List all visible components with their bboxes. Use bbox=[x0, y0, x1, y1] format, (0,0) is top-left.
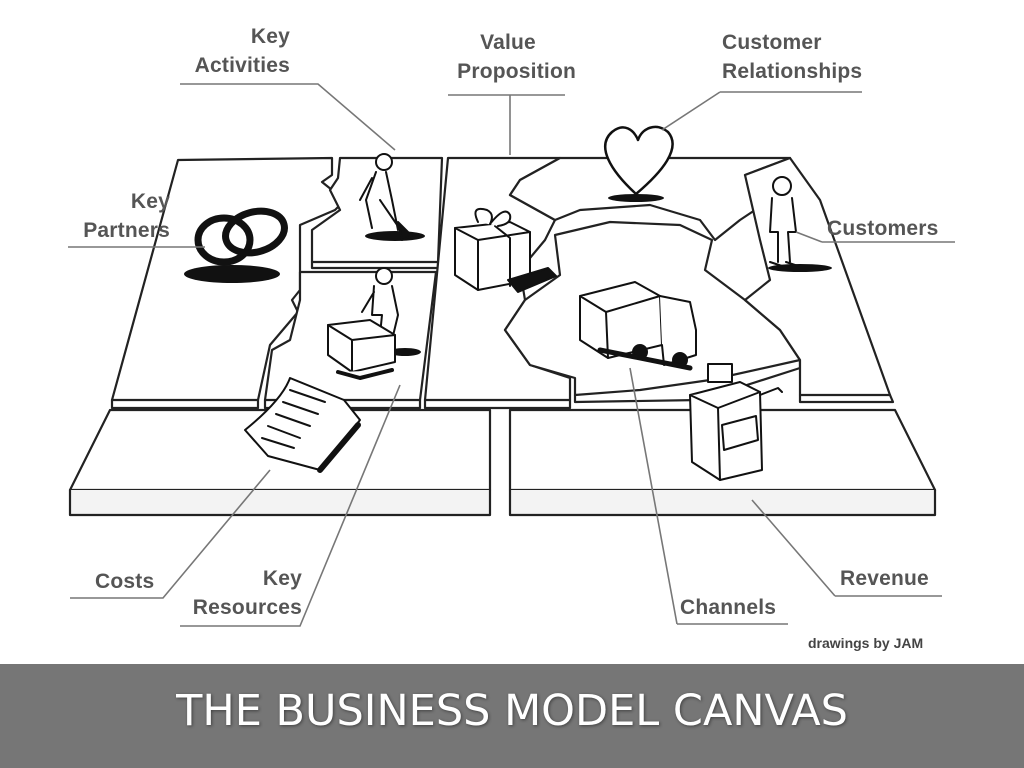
person-icon bbox=[361, 267, 421, 356]
channels-label-line1: Channels bbox=[680, 596, 777, 619]
leader-costs bbox=[70, 469, 271, 599]
channels-label: Channels bbox=[680, 593, 792, 622]
leader-key-activities bbox=[180, 83, 396, 151]
key-partners-label-line2: Partners bbox=[83, 219, 170, 242]
value-proposition-label-line2: Proposition bbox=[457, 60, 576, 83]
revenue-label: Revenue bbox=[840, 564, 944, 593]
key-resources-label-line2: Resources bbox=[192, 596, 302, 619]
gift-box-icon bbox=[454, 207, 557, 293]
leader-revenue bbox=[751, 499, 942, 597]
heart-icon bbox=[603, 125, 674, 202]
banner-title: THE BUSINESS MODEL CANVAS bbox=[176, 686, 848, 736]
customer-relationships-label: Customer Relationships bbox=[722, 28, 882, 86]
customer-person-icon bbox=[768, 176, 832, 272]
customer-relationships-label-line2: Relationships bbox=[722, 60, 863, 83]
customers-label: Customers bbox=[827, 214, 962, 243]
key-partners-label: Key Partners bbox=[66, 187, 170, 245]
key-partners-label-line1: Key bbox=[130, 190, 170, 213]
leader-key-resources bbox=[180, 384, 401, 627]
costs-label-line1: Costs bbox=[95, 570, 155, 593]
value-proposition-label-line1: Value bbox=[480, 31, 536, 54]
customers-block bbox=[743, 156, 895, 404]
key-activities-label-line1: Key bbox=[250, 25, 290, 48]
truck-icon bbox=[579, 281, 697, 371]
customer-relationships-label-line1: Customer bbox=[722, 31, 822, 54]
key-resources-label-line1: Key bbox=[262, 567, 302, 590]
drawing-credit: drawings by JAM bbox=[808, 635, 924, 651]
leader-customers bbox=[795, 231, 955, 243]
document-icon bbox=[244, 377, 361, 473]
canvas-illustration: Key Activities Value Proposition Custome… bbox=[66, 22, 962, 651]
linked-rings-icon bbox=[184, 207, 288, 283]
machine-icon bbox=[327, 319, 396, 380]
costs-label: Costs bbox=[95, 567, 165, 596]
leader-customer-relationships bbox=[661, 91, 862, 131]
key-resources-label: Key Resources bbox=[180, 564, 302, 622]
leader-channels bbox=[629, 367, 788, 625]
key-activities-label: Key Activities bbox=[178, 22, 290, 80]
worker-icon bbox=[359, 153, 425, 241]
value-proposition-label: Value Proposition bbox=[440, 28, 576, 86]
revenue-label-line1: Revenue bbox=[840, 567, 929, 590]
cash-register-icon bbox=[689, 363, 783, 481]
customers-label-line1: Customers bbox=[827, 217, 939, 240]
canvas-drawing bbox=[68, 83, 955, 627]
leader-value-proposition bbox=[448, 94, 565, 155]
key-activities-label-line2: Activities bbox=[194, 54, 290, 77]
title-banner bbox=[0, 664, 1024, 768]
